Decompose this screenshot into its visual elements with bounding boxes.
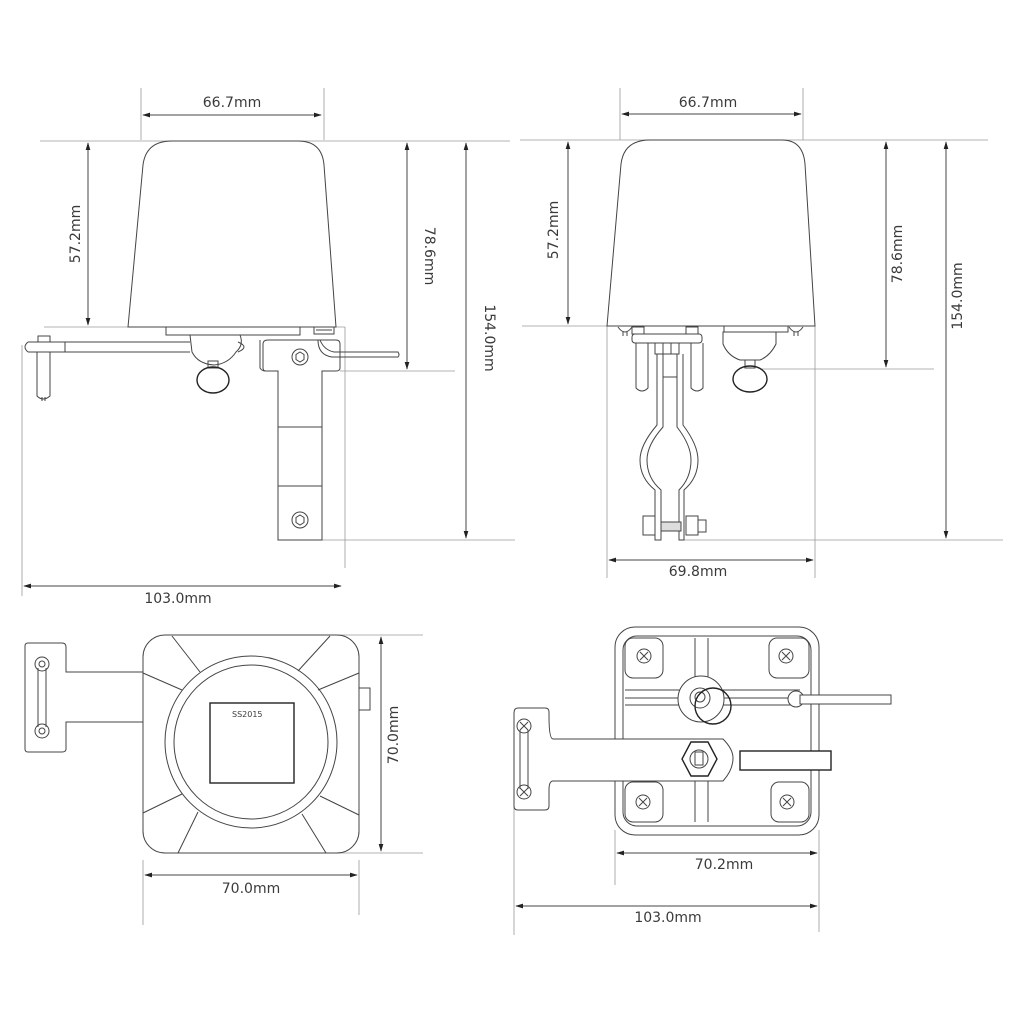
dim-bottom-overall-width-label: 103.0mm — [634, 910, 701, 926]
dim-total-height-label-right: 154.0mm — [950, 262, 966, 329]
dim-body-width-label: 70.2mm — [695, 857, 753, 873]
dim-total-height-label: 154.0mm — [481, 304, 497, 371]
screw-icon — [635, 648, 795, 810]
dim-handle-height-label: 78.6mm — [421, 227, 437, 285]
bottom-view: 70.2mm 103.0mm — [513, 626, 892, 935]
dim-overall-width-label: 103.0mm — [144, 591, 211, 607]
dim-cap-height-label-right: 57.2mm — [546, 201, 562, 259]
dim-cap-height-label: 57.2mm — [68, 205, 84, 263]
side-view-left: 66.7mm 57.2mm 78.6mm 154.0mm 103.0mm — [21, 88, 515, 607]
dim-bracket-width-label: 69.8mm — [669, 564, 727, 580]
model-marking: SS2015 — [232, 710, 263, 719]
top-view: SS2015 70.0mm 70.0mm — [24, 634, 423, 925]
dim-top-view-width-label: 70.0mm — [222, 881, 280, 897]
dim-top-width-label-right: 66.7mm — [679, 95, 737, 111]
dim-handle-height-label-right: 78.6mm — [890, 225, 906, 283]
dim-top-width-label: 66.7mm — [203, 95, 261, 111]
side-view-right: 66.7mm 57.2mm 78.6mm 154.0mm 69.8mm — [520, 88, 1003, 580]
dim-top-view-height-label: 70.0mm — [386, 706, 402, 764]
